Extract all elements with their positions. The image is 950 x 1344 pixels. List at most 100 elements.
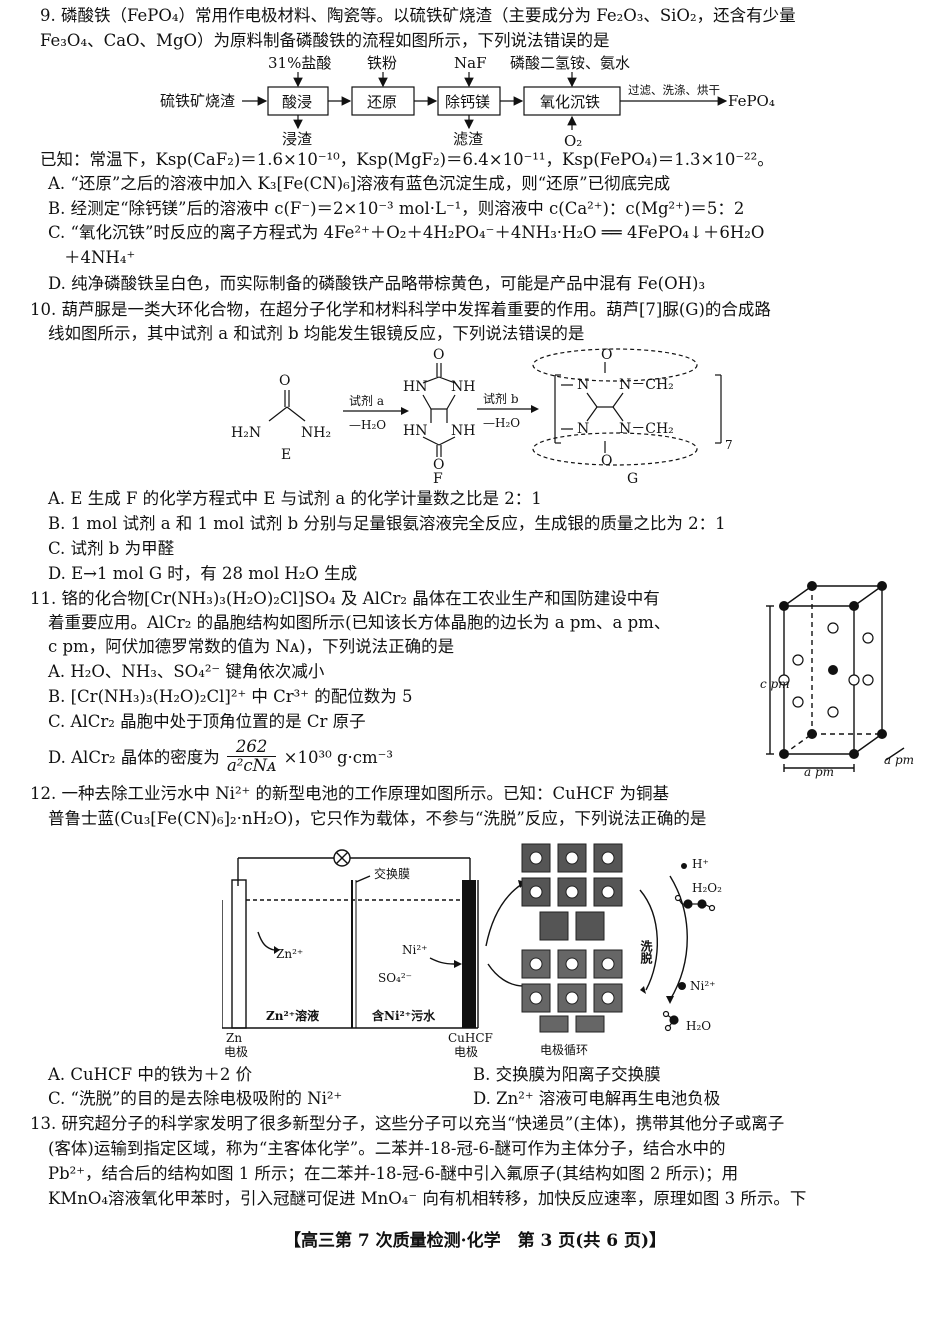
q9-input-3: NaF	[454, 54, 486, 72]
q12-option-c: C. “洗脱”的目的是去除电极吸附的 Ni²⁺	[48, 1089, 343, 1108]
q9-option-d: D. 纯净磷酸铁呈白色，而实际制备的磷酸铁产品略带棕黄色，可能是产品中混有 Fe…	[48, 274, 706, 293]
q11-option-c: C. AlCr₂ 晶胞中处于顶角位置的是 Cr 原子	[48, 712, 366, 731]
q12-left-solution-label: Zn²⁺溶液	[266, 1008, 319, 1023]
q9-input-4: 磷酸二氢铵、氨水	[510, 54, 630, 72]
q12-stem-line2: 普鲁士蓝(Cu₃[Fe(CN)₆]₂·nH₂O)，它只作为载体，不参与“洗脱”反…	[48, 809, 707, 828]
q10-stem-line2: 线如图所示，其中试剂 a 和试剂 b 均能发生银镜反应，下列说法错误的是	[48, 324, 585, 343]
q12-ni-out-label: Ni²⁺	[690, 979, 715, 993]
q10-minus-water-a: —H₂O	[349, 418, 386, 432]
q9-step-3: 除钙镁	[445, 93, 490, 111]
q12-cu-electrode-label2: 电极	[454, 1045, 478, 1059]
q11-density-numerator: 262	[226, 738, 277, 757]
q12-crystal-bottom	[521, 949, 623, 1033]
q10-f-o-bottom: O	[433, 457, 444, 473]
q10-g-subscript-7: 7	[725, 438, 733, 452]
q11-cell-a-label-bottom: a pm	[804, 765, 834, 779]
q12-crystal-top	[521, 843, 623, 941]
q9-flow-diagram: 硫铁矿烧渣 酸浸 还原 除钙镁 氧化沉铁 过滤、洗涤、烘干 FePO₄ 31%盐…	[160, 54, 775, 150]
q12-ni-ion-label: Ni²⁺	[402, 943, 427, 957]
q9-step-4: 氧化沉铁	[540, 93, 600, 111]
q11-stem-line1: 11. 铬的化合物[Cr(NH₃)₃(H₂O)₂Cl]SO₄ 及 AlCr₂ 晶…	[30, 589, 660, 608]
q10-f-nh-bottom: NH	[451, 423, 475, 439]
q12-option-b: B. 交换膜为阳离子交换膜	[473, 1065, 661, 1084]
q12-right-solution-label: 含Ni²⁺污水	[372, 1008, 436, 1023]
q10-urea-nh2: NH₂	[301, 425, 331, 441]
q10-g-n-left-top: N	[577, 377, 589, 393]
q12-ni-dot-icon	[678, 982, 686, 990]
q10-f-o-top: O	[433, 347, 444, 363]
q12-zn-electrode	[231, 879, 247, 1029]
q9-step-2: 还原	[367, 93, 397, 111]
q12-h2o2-molecule-icon	[674, 894, 716, 912]
q10-g-nch2-bottom: N－CH₂	[619, 421, 674, 437]
q11-cell-c-label: c pm	[760, 677, 790, 691]
q9-option-c-line2: ＋4NH₄⁺	[64, 248, 136, 267]
q12-zn-ion-label: Zn²⁺	[276, 947, 303, 961]
q12-cu-electrode-label1: CuHCF	[448, 1031, 493, 1045]
q12-zn-electrode-label1: Zn	[226, 1031, 242, 1045]
q12-stem-line1: 12. 一种去除工业污水中 Ni²⁺ 的新型电池的工作原理如图所示。已知：CuH…	[30, 784, 669, 803]
q11-cell-a-label-side: a pm	[884, 753, 914, 767]
q10-f-nh-top: NH	[451, 379, 475, 395]
q11-option-d-prefix: D. AlCr₂ 晶体的密度为	[48, 748, 220, 767]
q11-option-a: A. H₂O、NH₃、SO₄²⁻ 键角依次减小	[48, 662, 325, 681]
q12-h2o2-label: H₂O₂	[692, 881, 722, 895]
q13-line1: 13. 研究超分子的科学家发明了很多新型分子，这些分子可以充当“快递员”(主体)…	[30, 1114, 785, 1133]
q9-product: FePO₄	[728, 92, 775, 110]
q12-battery-diagram: 交换膜 Zn²⁺ Ni²⁺ SO₄²⁻ Zn²⁺溶液 含Ni²⁺污水 Zn 电极…	[222, 843, 722, 1059]
q12-h2o-label: H₂O	[686, 1019, 711, 1033]
q12-elute-label: 洗脱	[639, 939, 653, 965]
q10-option-d: D. E→1 mol G 时，有 28 mol H₂O 生成	[48, 564, 358, 583]
page-footer: 【高三第 7 次质量检测·化学 第 3 页(共 6 页)】	[283, 1231, 666, 1251]
q9-option-b: B. 经测定“除钙镁”后的溶液中 c(F⁻)＝2×10⁻³ mol·L⁻¹，则溶…	[48, 199, 745, 218]
q10-g-o-bottom: O	[601, 453, 612, 469]
q9-flow-start: 硫铁矿烧渣	[160, 92, 235, 110]
q10-option-b: B. 1 mol 试剂 a 和 1 mol 试剂 b 分别与足量银氨溶液完全反应…	[48, 514, 726, 533]
q11-stem-line3: c pm，阿伏加德罗常数的值为 Nᴀ)，下列说法正确的是	[48, 637, 455, 656]
q11-unit-cell-diagram: c pm a pm a pm	[760, 581, 914, 779]
q10-option-c: C. 试剂 b 为甲醛	[48, 539, 175, 558]
q12-zn-electrode-label2: 电极	[224, 1045, 248, 1059]
q11-stem-line2: 着重要应用。AlCr₂ 的晶胞结构如图所示(已知该长方体晶胞的边长为 a pm、…	[48, 613, 671, 632]
q13-line2: (客体)运输到指定区域，称为“主客体化学”。二苯并-18-冠-6-醚可作为主体分…	[48, 1139, 726, 1158]
q10-label-f: F	[433, 471, 443, 485]
q12-h-plus-dot-icon	[681, 863, 687, 869]
q9-stem-line1: 9. 磷酸铁（FePO₄）常用作电极材料、陶瓷等。以硫铁矿烧渣（主要成分为 Fe…	[40, 6, 796, 25]
q13-line4: KMnO₄溶液氧化甲苯时，引入冠醚可促进 MnO₄⁻ 向有机相转移，加快反应速率…	[48, 1189, 807, 1208]
q12-h2o-molecule-icon	[662, 1010, 679, 1032]
q12-cuhcf-electrode	[462, 880, 476, 1028]
q10-g-o-top: O	[601, 347, 612, 363]
q9-output-1: 浸渣	[282, 130, 312, 148]
q11-density-denominator: a²cNᴀ	[226, 756, 277, 775]
q10-f-hn-bottom: HN	[403, 423, 427, 439]
q10-minus-water-b: —H₂O	[483, 416, 520, 430]
q9-output-2: 滤渣	[453, 130, 483, 148]
q9-output-3: O₂	[564, 132, 582, 150]
q9-option-c-line1: C. “氧化沉铁”时反应的离子方程式为 4Fe²⁺＋O₂＋4H₂PO₄⁻＋4NH…	[48, 223, 765, 242]
q11-option-d: D. AlCr₂ 晶体的密度为 262 a²cNᴀ ×10³⁰ g·cm⁻³	[48, 738, 393, 777]
q10-label-g: G	[627, 471, 638, 485]
q9-input-1: 31%盐酸	[268, 54, 331, 72]
q11-option-b: B. [Cr(NH₃)₃(H₂O)₂Cl]²⁺ 中 Cr³⁺ 的配位数为 5	[48, 687, 413, 706]
q13-line3: Pb²⁺，结合后的结构如图 1 所示；在二苯并-18-冠-6-醚中引入氟原子(其…	[48, 1164, 739, 1183]
q10-reagent-b: 试剂 b	[483, 391, 519, 406]
q10-option-a: A. E 生成 F 的化学方程式中 E 与试剂 a 的化学计量数之比是 2：1	[48, 489, 542, 508]
q9-stem-line2: Fe₃O₄、CaO、MgO）为原料制备磷酸铁的流程如图所示，下列说法错误的是	[40, 31, 610, 50]
q9-input-2: 铁粉	[367, 54, 397, 72]
q12-membrane-label: 交换膜	[374, 866, 410, 881]
q10-stem-line1: 10. 葫芦脲是一类大环化合物，在超分子化学和材料科学中发挥着重要的作用。葫芦[…	[30, 300, 771, 319]
q12-cycle-label: 电极循环	[540, 1043, 588, 1057]
q10-label-e: E	[281, 447, 291, 463]
q11-option-d-suffix: ×10³⁰ g·cm⁻³	[283, 748, 393, 767]
q12-option-d: D. Zn²⁺ 溶液可电解再生电池负极	[473, 1089, 721, 1108]
q9-final-arrow-label: 过滤、洗涤、烘干	[628, 83, 720, 97]
q10-g-n-left-bottom: N	[577, 421, 589, 437]
q10-synthesis-scheme: O H₂N NH₂ E 试剂 a —H₂O O HN NH HN NH O F …	[231, 347, 733, 485]
q10-g-nch2-top: N－CH₂	[619, 377, 674, 393]
q9-step-1: 酸浸	[282, 93, 312, 111]
q10-f-hn-top: HN	[403, 379, 427, 395]
q12-option-a: A. CuHCF 中的铁为＋2 价	[48, 1065, 253, 1084]
q9-known: 已知：常温下，Ksp(CaF₂)＝1.6×10⁻¹⁰，Ksp(MgF₂)＝6.4…	[40, 150, 774, 169]
q10-reagent-a: 试剂 a	[349, 393, 384, 408]
q10-urea-h2n: H₂N	[231, 425, 261, 441]
